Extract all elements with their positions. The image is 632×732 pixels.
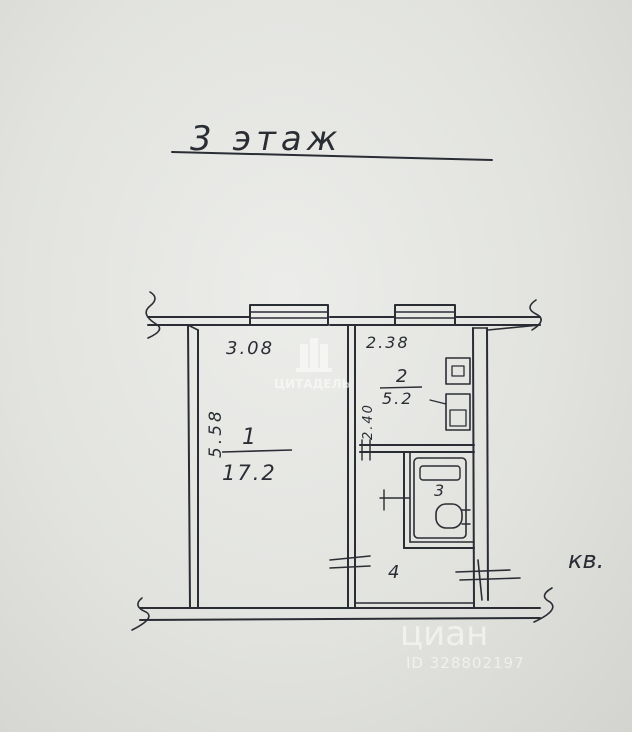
corridor-number: 4 [388, 562, 399, 583]
bathtub [413, 457, 467, 539]
watermark-logo-icon [296, 338, 332, 372]
floor-title: 3 этаж [190, 119, 342, 159]
room-1-fraction-bar [221, 449, 293, 453]
room-1-length: 5.58 [206, 408, 226, 458]
watermark-brand-text: циан [400, 614, 488, 654]
apartment-label: кв. [568, 546, 604, 574]
room-2-side: 2.40 [361, 403, 376, 440]
partition-wall-1-2 [329, 324, 371, 609]
toilet [435, 503, 471, 529]
bathroom-walls [359, 439, 475, 549]
kitchen-sink [429, 393, 471, 431]
outer-wall-bottom [131, 587, 554, 631]
room-1-area: 17.2 [222, 461, 277, 485]
window-room-1 [249, 304, 329, 326]
outer-wall-right [455, 324, 541, 609]
window-room-2 [394, 304, 456, 326]
room-2-fraction-bar [379, 386, 423, 389]
room-2-area: 5.2 [382, 389, 413, 408]
outer-wall-top [145, 291, 542, 339]
title-underline [171, 151, 493, 161]
kitchen-stove [445, 357, 471, 385]
room-1-number: 1 [242, 425, 256, 450]
room-2-number: 2 [396, 366, 407, 387]
room-2-width: 2.38 [366, 333, 410, 352]
room-1-width: 3.08 [226, 338, 274, 359]
watermark-center-text: ЦИТАДЕЛЬ [274, 377, 351, 391]
watermark-id-text: ID 328802197 [406, 654, 525, 672]
outer-wall-left [187, 324, 199, 609]
room-3-number: 3 [434, 481, 444, 500]
